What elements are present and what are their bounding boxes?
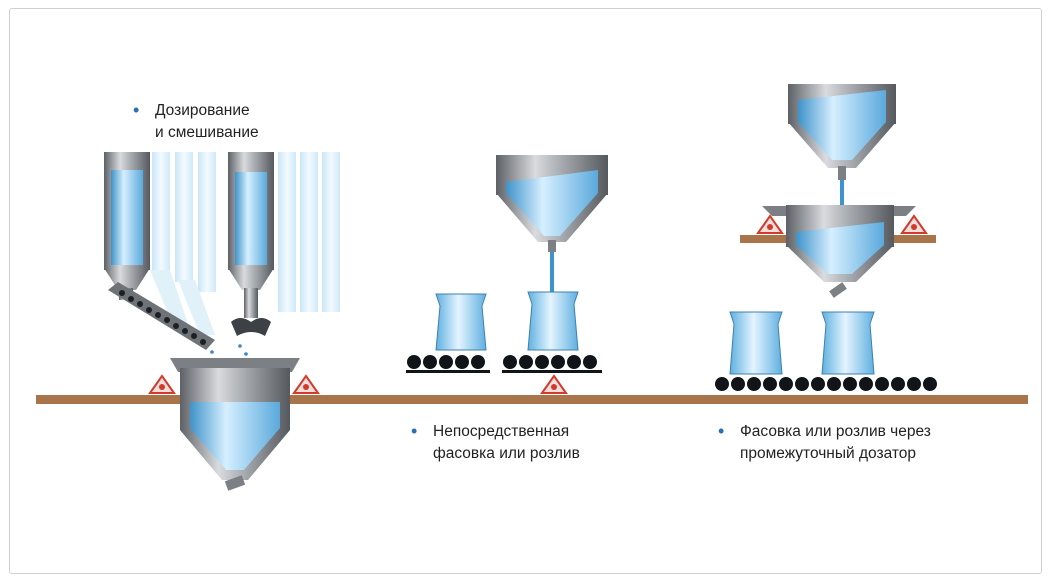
mixer-silo — [228, 152, 274, 336]
weigh-sensor-icon — [540, 374, 568, 394]
sack — [527, 291, 579, 351]
weigh-sensor-icon — [292, 374, 320, 394]
caption-dosing-line2: и смешивание — [155, 124, 259, 141]
intermediate-filling-section — [715, 84, 937, 391]
product-stream — [840, 180, 844, 214]
sack — [435, 293, 487, 351]
bullet-icon: • — [133, 100, 140, 120]
mixer-ghost — [278, 152, 340, 312]
roller-conveyor — [502, 355, 602, 373]
caption-direct-line2: фасовка или розлив — [433, 445, 580, 462]
sack — [821, 311, 875, 375]
weigh-hopper — [762, 205, 916, 298]
product-stream — [550, 252, 554, 294]
caption-intermediate-line1: Фасовка или розлив через — [740, 423, 931, 440]
caption-dosing-line1: Дозирование — [155, 102, 250, 119]
feeder-silo — [104, 152, 150, 300]
caption-direct-line1: Непосредственная — [433, 423, 570, 440]
roller-conveyor — [406, 355, 490, 373]
bullet-icon: • — [411, 421, 418, 441]
caption-intermediate-line2: промежуточный дозатор — [740, 445, 917, 462]
upper-hopper — [788, 84, 896, 180]
mixing-hopper — [170, 358, 300, 491]
weigh-sensor-icon — [148, 374, 176, 394]
weigh-sensor-icon — [756, 214, 784, 234]
caption-direct: • Непосредственная фасовка или розлив — [411, 421, 580, 465]
dosing-mixing-section — [104, 152, 340, 491]
bullet-icon: • — [718, 421, 725, 441]
feeder-ghost — [150, 152, 216, 335]
direct-filling-section — [406, 155, 608, 394]
filling-hopper — [496, 155, 608, 252]
sack — [729, 311, 783, 375]
floor-beam — [36, 395, 1028, 404]
screw-conveyor — [108, 282, 215, 350]
weigh-sensor-icon — [900, 214, 928, 234]
caption-intermediate: • Фасовка или розлив через промежуточный… — [718, 421, 931, 465]
caption-dosing: • Дозирование и смешивание — [133, 100, 259, 144]
roller-conveyor — [715, 377, 937, 391]
